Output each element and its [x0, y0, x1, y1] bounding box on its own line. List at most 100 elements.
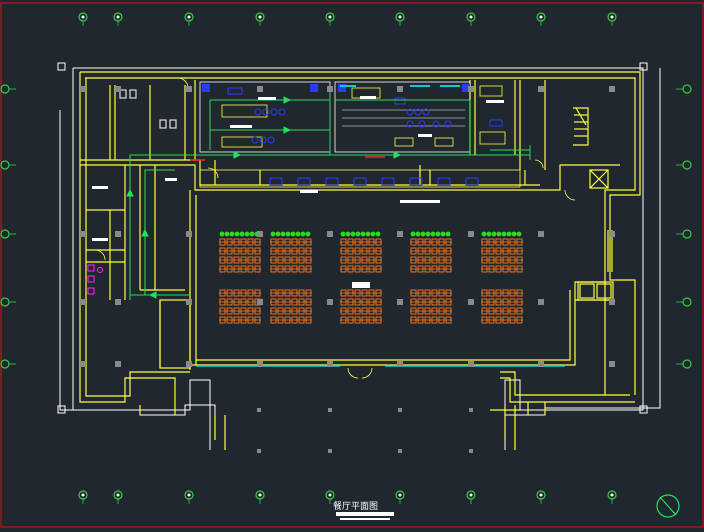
- chair: [305, 316, 312, 324]
- kitchen-area: [199, 81, 506, 153]
- chair: [511, 231, 517, 237]
- column: [398, 408, 402, 412]
- chair: [368, 247, 375, 255]
- chair: [270, 307, 277, 315]
- chair: [488, 256, 495, 264]
- chair: [445, 256, 452, 264]
- chair: [368, 256, 375, 264]
- chair: [516, 298, 523, 306]
- chair: [270, 247, 277, 255]
- grid-bubble-icon: [676, 160, 692, 170]
- column: [327, 299, 333, 305]
- chair: [240, 256, 247, 264]
- chair: [291, 316, 298, 324]
- chair: [368, 289, 375, 297]
- grid-bubble-icon: [0, 229, 16, 239]
- chair: [445, 289, 452, 297]
- chair: [417, 265, 424, 273]
- chair: [233, 316, 240, 324]
- chair: [285, 231, 291, 237]
- chair: [340, 238, 347, 246]
- chair: [431, 256, 438, 264]
- chair: [219, 298, 226, 306]
- chair: [233, 307, 240, 315]
- chair: [270, 289, 277, 297]
- column: [257, 408, 261, 412]
- chair: [495, 247, 502, 255]
- grid-axis-top: [78, 12, 617, 26]
- chair: [481, 307, 488, 315]
- chair: [445, 231, 451, 237]
- chair: [295, 231, 301, 237]
- chair: [496, 231, 502, 237]
- chair: [375, 238, 382, 246]
- chair: [247, 289, 254, 297]
- grid-bubble-icon: [466, 490, 476, 504]
- chair: [340, 265, 347, 273]
- column: [397, 361, 403, 367]
- chair: [506, 231, 512, 237]
- chair: [277, 289, 284, 297]
- chair: [219, 289, 226, 297]
- chair: [488, 265, 495, 273]
- column: [80, 361, 86, 367]
- grid-bubble-icon: [113, 490, 123, 504]
- chair: [244, 231, 250, 237]
- grid-bubble-icon: [536, 490, 546, 504]
- chair: [234, 231, 240, 237]
- table-group: [219, 289, 261, 324]
- chair: [340, 307, 347, 315]
- chair: [509, 247, 516, 255]
- chair: [417, 298, 424, 306]
- chair: [240, 247, 247, 255]
- grid-bubble-icon: [113, 12, 123, 26]
- chair: [368, 238, 375, 246]
- chair: [491, 231, 497, 237]
- chair: [502, 316, 509, 324]
- grid-bubble-icon: [184, 12, 194, 26]
- chair: [226, 298, 233, 306]
- chair: [233, 256, 240, 264]
- chair: [431, 265, 438, 273]
- column: [609, 86, 615, 92]
- chair: [247, 247, 254, 255]
- chair: [247, 265, 254, 273]
- chair: [226, 307, 233, 315]
- chair: [240, 316, 247, 324]
- chair: [424, 307, 431, 315]
- chair: [249, 231, 255, 237]
- chair: [431, 247, 438, 255]
- chair: [495, 316, 502, 324]
- chair: [435, 231, 441, 237]
- chair: [481, 238, 488, 246]
- chair: [298, 256, 305, 264]
- column: [397, 299, 403, 305]
- chair: [233, 298, 240, 306]
- chair: [240, 289, 247, 297]
- chair: [431, 238, 438, 246]
- chair: [488, 316, 495, 324]
- column: [80, 299, 86, 305]
- chair: [509, 307, 516, 315]
- column: [186, 299, 192, 305]
- chair: [375, 231, 381, 237]
- chair: [509, 265, 516, 273]
- chair: [431, 298, 438, 306]
- column: [257, 231, 263, 237]
- column: [609, 231, 615, 237]
- column: [257, 86, 263, 92]
- chair: [354, 265, 361, 273]
- chair: [424, 298, 431, 306]
- drawing-title: 餐厅平面图: [333, 500, 378, 512]
- chair: [247, 298, 254, 306]
- chair: [284, 247, 291, 255]
- chair: [438, 316, 445, 324]
- north-arrow-icon: [656, 494, 680, 518]
- chair: [424, 316, 431, 324]
- chair: [361, 238, 368, 246]
- grid-bubble-icon: [676, 359, 692, 369]
- chair: [365, 231, 371, 237]
- chair: [375, 247, 382, 255]
